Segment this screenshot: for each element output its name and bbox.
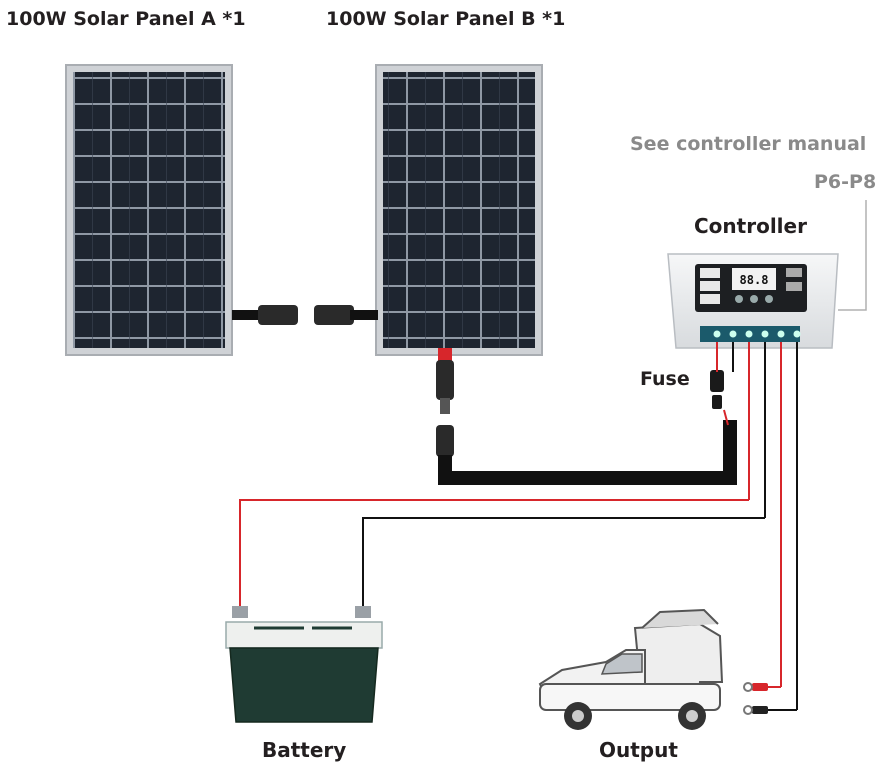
manual-callout-line (838, 200, 867, 311)
panel-b-mc4-cable (436, 348, 737, 485)
controller-lcd-reading: 88.8 (740, 273, 769, 287)
charge-controller: 88.8 (667, 253, 839, 349)
battery (225, 606, 383, 723)
battery-label: Battery (262, 738, 347, 762)
controller-wires (716, 342, 798, 710)
controller-label: Controller (694, 214, 807, 238)
fuse (710, 354, 729, 426)
panel-b-title: 100W Solar Panel B *1 (326, 8, 566, 30)
output-label: Output (599, 738, 678, 762)
solar-panel-a (65, 64, 233, 356)
panel-interconnect (232, 305, 378, 325)
battery-negative-wire (362, 517, 765, 612)
truck-icon (538, 608, 724, 730)
manual-callout-line1: See controller manual (630, 133, 867, 155)
fuse-label: Fuse (640, 368, 690, 390)
solar-panel-b (375, 64, 543, 356)
manual-callout-line2: P6-P8 (814, 171, 877, 193)
battery-positive-wire (239, 499, 749, 612)
panel-a-title: 100W Solar Panel A *1 (6, 8, 246, 30)
output-ring-terminals (743, 682, 768, 715)
